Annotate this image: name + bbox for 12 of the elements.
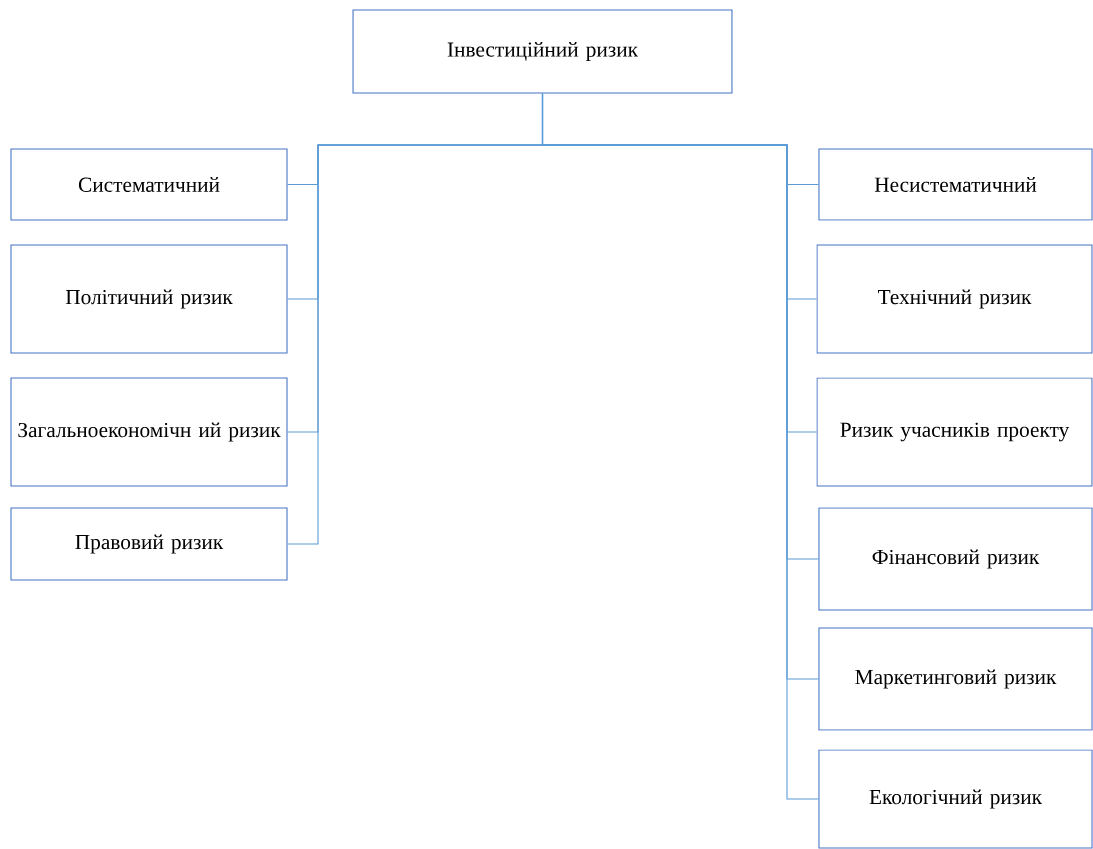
box: Інвестиційний ризик xyxy=(352,9,733,94)
box: Ризик учасників проекту xyxy=(816,377,1093,487)
connector xyxy=(541,92,819,800)
box: Політичний ризик xyxy=(10,244,288,354)
box: Технічний ризик xyxy=(816,244,1093,354)
box: Загальноекономічн ий ризик xyxy=(10,377,288,487)
box: Несистематичний xyxy=(818,148,1093,221)
box: Систематичний xyxy=(10,148,288,221)
box: Маркетинговий ризик xyxy=(818,627,1093,731)
box: Екологічний ризик xyxy=(818,749,1093,849)
box: Фінансовий ризик xyxy=(818,507,1093,611)
box: Правовий ризик xyxy=(10,507,288,581)
